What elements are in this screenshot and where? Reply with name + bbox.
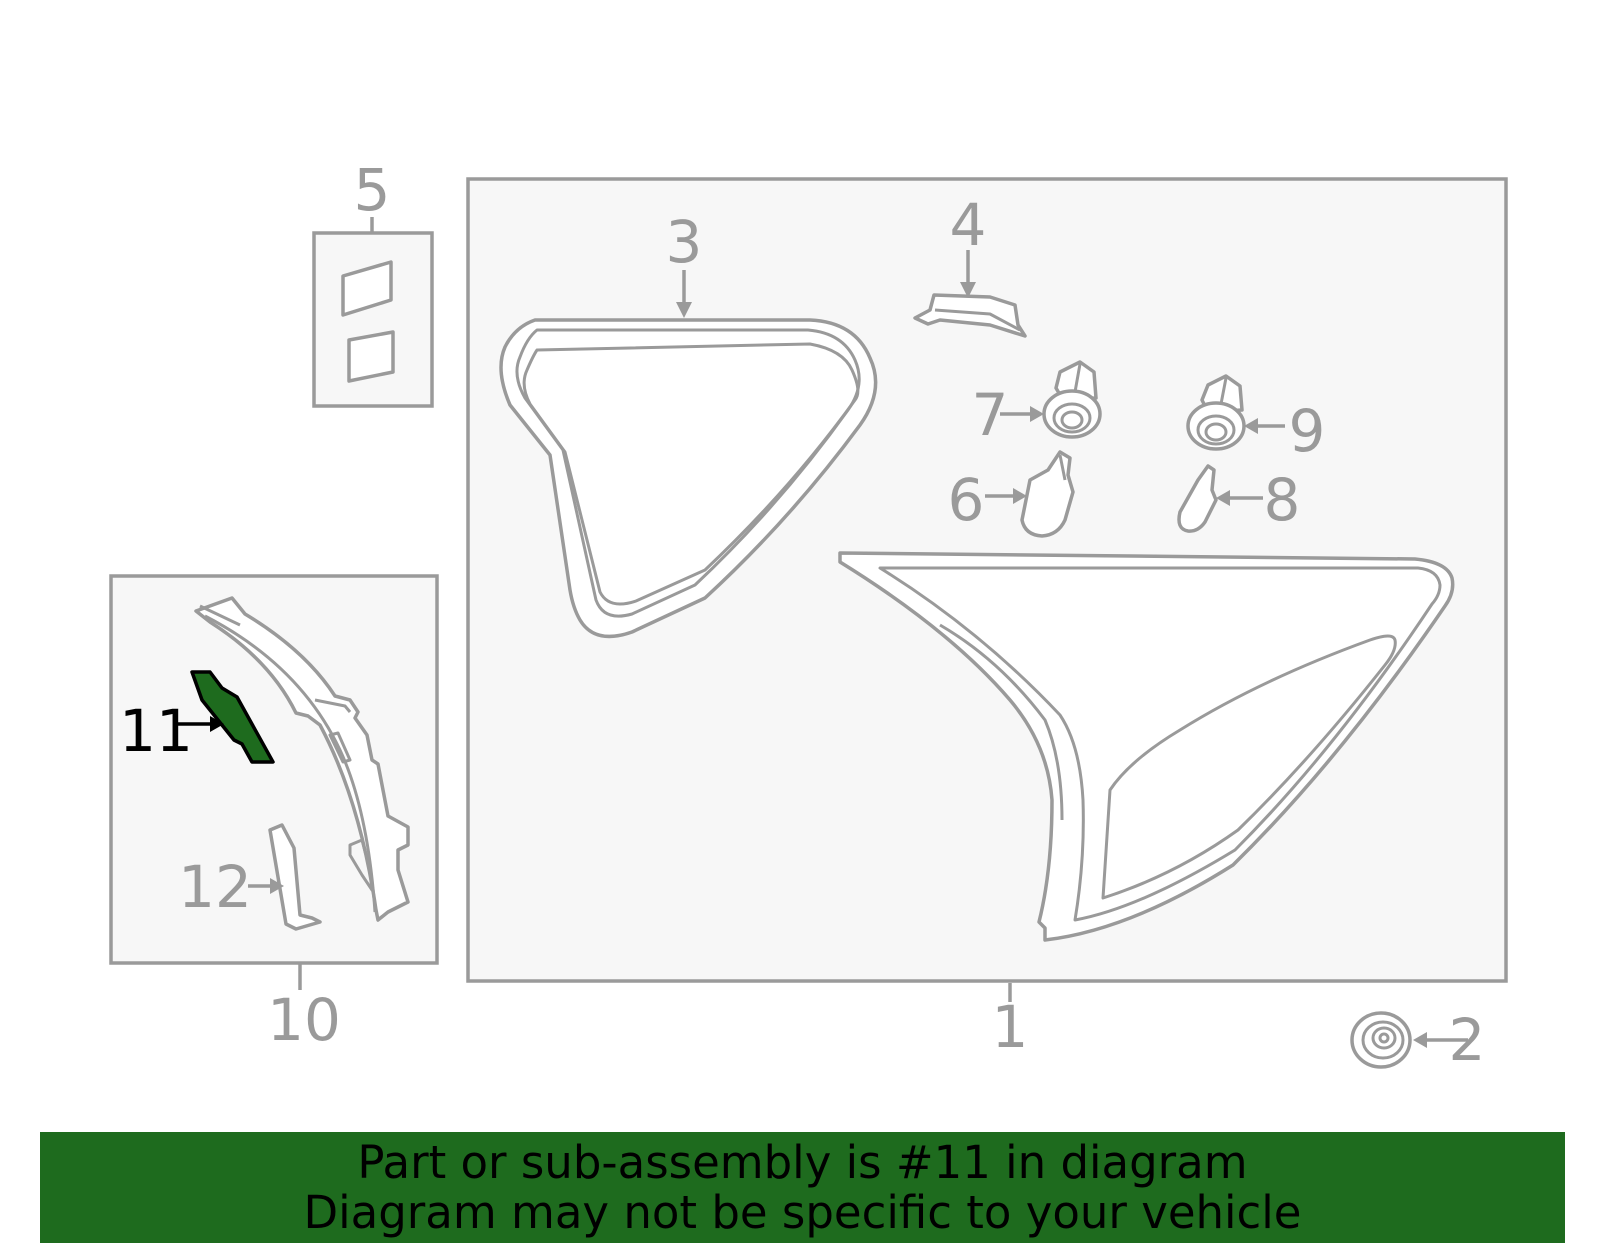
banner-line-2: Diagram may not be specific to your vehi… bbox=[303, 1185, 1302, 1239]
callout-10: 10 bbox=[267, 986, 341, 1054]
part-9-grommet bbox=[1186, 374, 1246, 451]
info-banner: Part or sub-assembly is #11 in diagram D… bbox=[40, 1132, 1565, 1243]
part-8-clip bbox=[1177, 464, 1218, 533]
callout-11: 11 bbox=[119, 697, 193, 765]
part-12-bracket bbox=[268, 823, 322, 931]
part-3-gasket bbox=[499, 318, 878, 639]
part-10-bracket bbox=[194, 596, 410, 922]
callout-6: 6 bbox=[948, 466, 985, 534]
part-5-pads bbox=[341, 260, 395, 383]
callout-12: 12 bbox=[178, 853, 252, 921]
part-1-lamp-lens bbox=[838, 551, 1455, 942]
callout-8: 8 bbox=[1264, 466, 1301, 534]
part-7-grommet bbox=[1042, 360, 1102, 439]
callout-9: 9 bbox=[1289, 397, 1326, 465]
callout-1: 1 bbox=[992, 993, 1029, 1061]
part-2-grommet bbox=[1350, 1011, 1412, 1069]
callout-7: 7 bbox=[972, 381, 1009, 449]
callout-3: 3 bbox=[666, 208, 703, 276]
callout-4: 4 bbox=[950, 191, 987, 259]
banner-line-1: Part or sub-assembly is #11 in diagram bbox=[357, 1135, 1248, 1189]
part-6-clip bbox=[1020, 450, 1075, 538]
callout-2: 2 bbox=[1449, 1006, 1486, 1074]
part-5-frame bbox=[312, 231, 434, 408]
callout-5: 5 bbox=[354, 156, 391, 224]
part-4-bracket bbox=[913, 293, 1027, 338]
